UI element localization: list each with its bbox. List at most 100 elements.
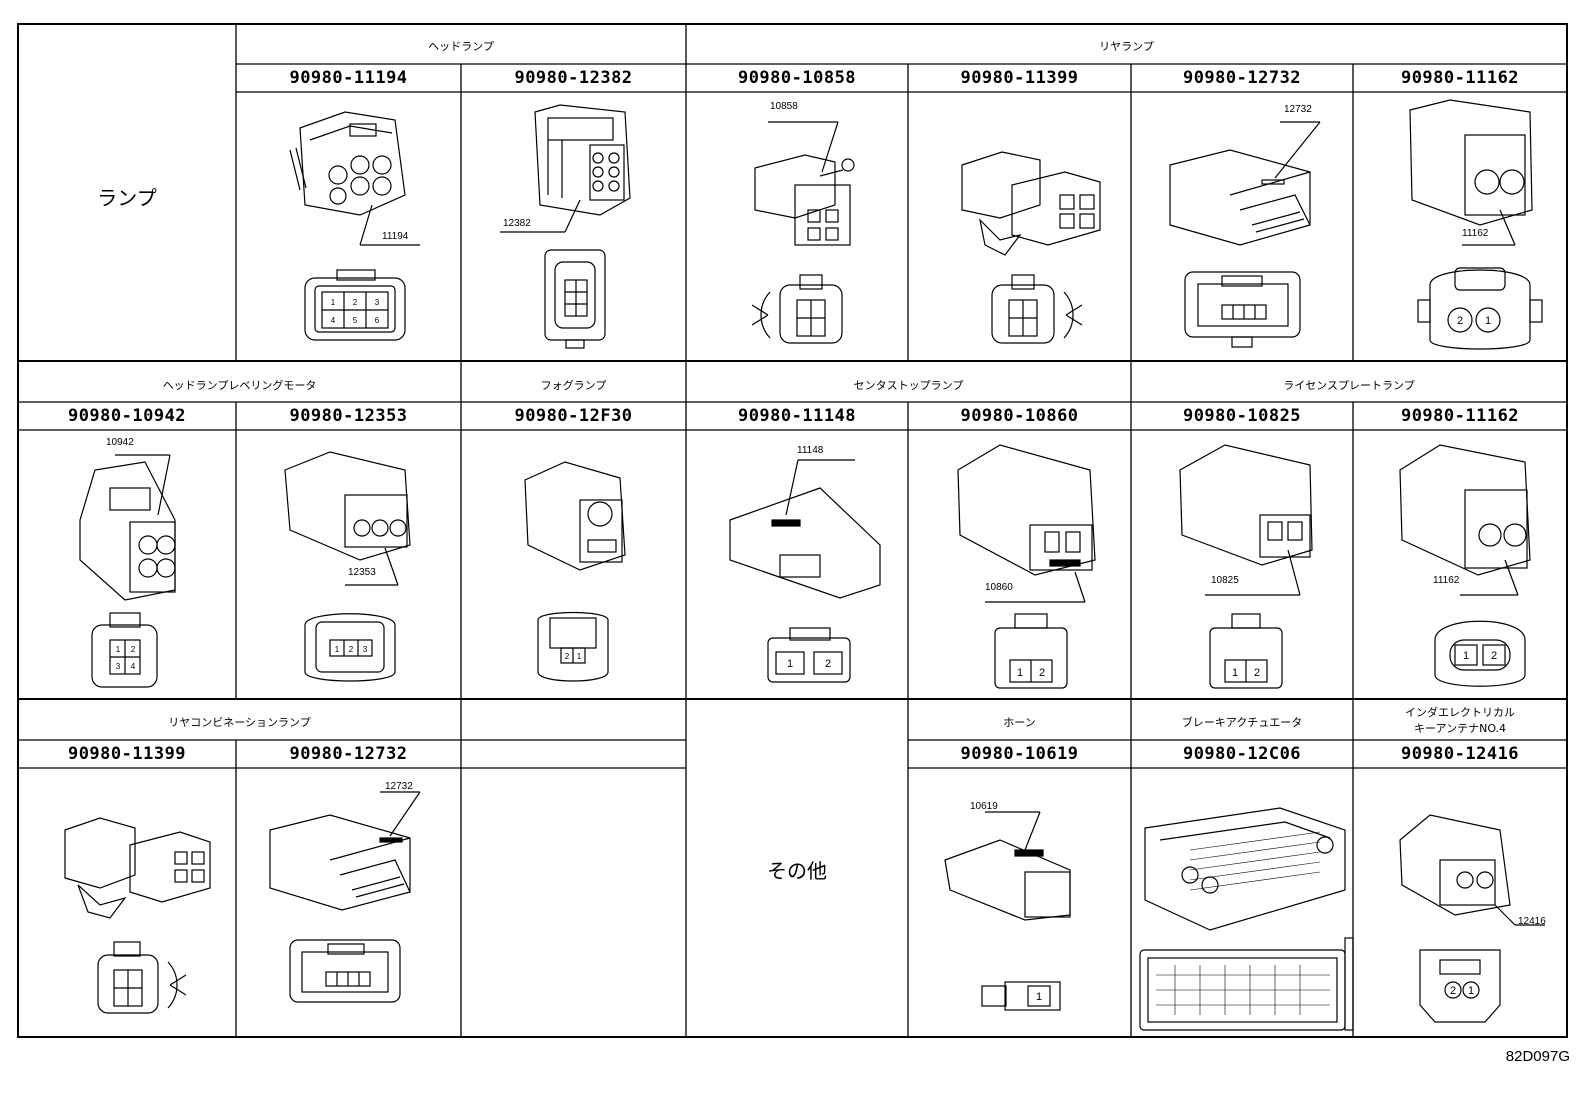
callout-label: 11194 [382,231,409,242]
pin-label: 4 [131,662,136,671]
pin-label: 2 [825,658,831,670]
connector-iso-view [957,444,1096,603]
connector-face-view [1184,271,1301,348]
connector-face-view [304,269,406,341]
connector-face-view [97,941,187,1014]
group-header-antenna-line1: インダエレクトリカル [1405,706,1515,719]
pin-label: 1 [787,658,793,670]
connector-iso-view [1179,444,1313,596]
connector-iso-view [1409,99,1533,246]
callout-label: 12416 [1518,916,1546,927]
callout-label: 10825 [1211,575,1239,586]
pin-label: 5 [353,316,358,325]
part-number: 90980-12353 [289,406,408,426]
pin-label: 1 [577,652,582,661]
connector-face-view [1139,937,1354,1031]
diagram-code: 82D097G [1505,1048,1570,1065]
group-header-center-stop-lamp: センタストップランプ [853,379,964,392]
part-number: 90980-12732 [1182,68,1302,88]
group-header-rear-combination-lamp: リヤコンビネーションランプ [168,716,311,729]
callout-label: 10858 [770,101,798,112]
pin-label: 1 [1485,315,1491,327]
part-number: 90980-11148 [737,406,857,426]
connector-iso-view [754,121,855,246]
connector-iso-view [944,811,1071,921]
section-label-lamp: ランプ [97,186,157,210]
part-number: 90980-12F30 [514,406,633,426]
pin-label: 3 [363,645,368,654]
pin-label: 1 [335,645,340,654]
connector-iso-view [289,111,420,246]
part-number: 90980-10825 [1182,406,1302,426]
part-number: 90980-10619 [960,744,1079,764]
connector-face-view [289,939,401,1003]
pin-label: 3 [375,298,380,307]
part-number: 90980-11162 [1400,406,1520,426]
group-header-horn: ホーン [1003,716,1036,729]
connector-iso-view [524,461,626,571]
pin-label: 1 [1036,991,1042,1003]
group-header-brake-actuator: ブレーキアクチュエータ [1181,716,1303,729]
connector-face-view [751,274,843,344]
callout-label: 10942 [106,437,134,448]
part-number: 90980-11162 [1400,68,1520,88]
part-number: 90980-12416 [1400,744,1520,764]
group-header-fog-lamp: フォグランプ [540,379,607,392]
pin-label: 1 [331,298,336,307]
callout-label: 11162 [1462,228,1489,239]
pin-label: 2 [353,298,358,307]
callout-label: 12353 [348,567,376,578]
callout-label: 11148 [797,445,824,456]
connector-face-view [304,613,396,682]
pin-label: 2 [1491,650,1497,662]
connector-face-view [994,613,1068,689]
part-number: 90980-11194 [289,68,408,88]
connector-face-view [991,274,1083,344]
pin-label: 6 [375,316,380,325]
part-number: 90980-11399 [960,68,1079,88]
part-number: 90980-10942 [67,406,187,426]
callout-label: 12732 [1284,104,1312,115]
pin-label: 2 [1457,315,1463,327]
callout-label: 12382 [503,218,531,229]
callout-label: 10619 [970,801,998,812]
connector-iso-view [64,817,211,919]
connector-face-view [537,611,609,682]
pin-label: 2 [565,652,570,661]
connector-iso-view [284,451,411,586]
part-number: 90980-12382 [514,68,633,88]
connector-face-view [1419,949,1501,1023]
group-header-rear-lamp: リヤランプ [1099,40,1154,53]
pin-label: 1 [1017,667,1023,679]
connector-face-view [981,981,1061,1011]
group-header-antenna-line2: キーアンテナNO.4 [1413,722,1507,735]
connector-face-view [91,612,158,688]
pin-label: 2 [1254,667,1260,679]
group-header-leveling-motor: ヘッドランプレベリングモータ [162,379,317,392]
connector-face-view [1209,613,1283,689]
connector-iso-view [269,791,421,911]
callout-label: 12732 [385,781,413,792]
connector-iso-view [500,104,631,233]
group-header-license-plate-lamp: ライセンスプレートランプ [1283,379,1415,392]
connector-iso-view [729,459,881,599]
part-number: 90980-12732 [289,744,408,764]
pin-label: 1 [1463,650,1469,662]
part-number: 90980-11399 [67,744,187,764]
pin-label: 2 [349,645,354,654]
pin-label: 2 [1450,985,1456,997]
connector-face-view [1434,620,1526,687]
connector-iso-view [79,454,176,601]
pin-label: 1 [1232,667,1238,679]
pin-label: 4 [331,316,336,325]
connector-iso-view [1399,814,1545,926]
part-number: 90980-10858 [737,68,857,88]
connector-face-view [767,627,851,683]
pin-label: 1 [116,645,121,654]
connector-face-view [544,249,606,349]
part-number: 90980-12C06 [1182,744,1302,764]
group-header-headlamp: ヘッドランプ [428,40,494,53]
connector-iso-view [1399,444,1531,596]
